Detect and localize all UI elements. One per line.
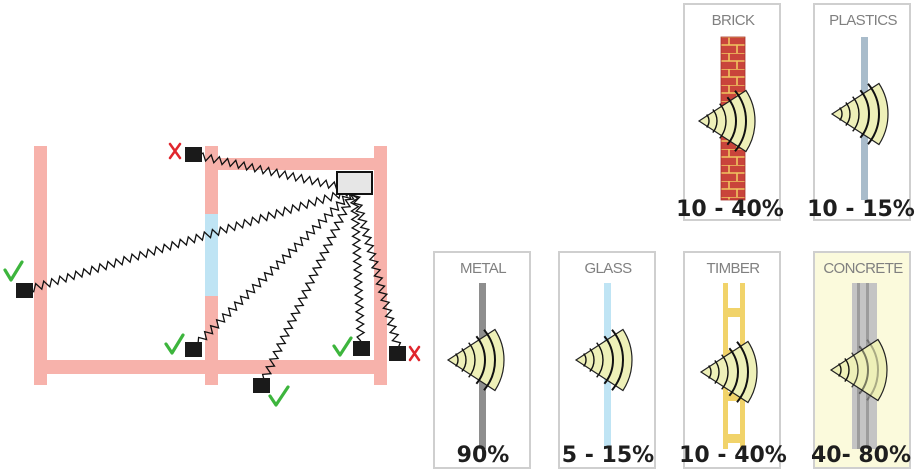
material-name: CONCRETE xyxy=(823,260,903,277)
device-far-left xyxy=(16,283,33,298)
wave-arc xyxy=(596,342,604,378)
signal-path-middle xyxy=(197,189,355,343)
wave-arc xyxy=(589,347,595,373)
cross-icon xyxy=(408,345,421,362)
wave-arc xyxy=(719,103,727,139)
wave-sector xyxy=(699,340,758,404)
device-right-outer xyxy=(389,346,406,361)
wall-left xyxy=(34,146,47,385)
wall-top xyxy=(205,158,387,170)
wave-arc xyxy=(475,335,486,385)
wave-arc xyxy=(839,107,843,121)
devices xyxy=(16,147,406,393)
panel-brick: BRICK 10 - 40% xyxy=(676,3,784,222)
wave-arc xyxy=(852,96,860,132)
wave-arc xyxy=(712,108,718,134)
wave-arc xyxy=(845,101,851,127)
walls xyxy=(34,146,387,385)
wifi-wave-icon xyxy=(830,82,889,146)
router-box xyxy=(336,171,373,195)
floor-plan xyxy=(3,142,421,407)
wave-arc xyxy=(611,329,624,391)
wave-arc xyxy=(838,363,842,377)
loss-value: 90% xyxy=(457,443,510,468)
loss-value: 5 - 15% xyxy=(562,443,654,468)
window-pane xyxy=(205,214,218,296)
signal-path-right-inner xyxy=(349,189,366,342)
cross-icon xyxy=(168,142,182,160)
wave-sector xyxy=(697,89,756,153)
wifi-wave-icon xyxy=(699,340,758,404)
panel-glass: GLASS 5 - 15% xyxy=(558,251,656,469)
check-icon xyxy=(332,336,353,357)
wave-arc xyxy=(721,354,729,390)
check-icon xyxy=(164,333,185,355)
wave-arc xyxy=(736,341,749,403)
wifi-wave-icon xyxy=(697,89,756,153)
wave-arc xyxy=(734,90,747,152)
wave-arc xyxy=(851,352,859,388)
signal-path-bottom xyxy=(261,189,355,380)
signal-path-right-outer xyxy=(350,189,402,349)
panel-metal: METAL 90% xyxy=(433,251,531,469)
loss-value: 10 - 40% xyxy=(676,197,784,222)
material-name: METAL xyxy=(460,260,506,277)
wave-arc xyxy=(583,353,587,367)
wifi-wave-icon xyxy=(574,328,633,392)
device-middle xyxy=(185,342,202,357)
wall-bottom xyxy=(34,360,387,374)
wave-arc xyxy=(483,329,496,391)
loss-value: 10 - 15% xyxy=(807,197,915,222)
status-marks xyxy=(3,142,421,407)
wall-right xyxy=(374,146,387,385)
material-name: TIMBER xyxy=(706,260,760,277)
wave-arc xyxy=(455,353,459,367)
panel-plastics: PLASTICS 10 - 15% xyxy=(807,3,915,222)
wifi-wave-icon xyxy=(446,328,505,392)
device-right-inner xyxy=(353,341,370,356)
check-icon xyxy=(3,260,24,282)
device-bottom xyxy=(253,378,270,393)
wave-arc xyxy=(866,339,879,401)
material-name: PLASTICS xyxy=(829,12,897,29)
wave-sector xyxy=(830,82,889,146)
wave-arc xyxy=(859,89,870,139)
wave-arc xyxy=(714,359,720,385)
material-name: BRICK xyxy=(712,12,755,29)
wifi-wave-icon xyxy=(829,338,888,402)
signal-paths xyxy=(28,152,402,380)
wave-arc xyxy=(867,83,880,145)
wave-sector xyxy=(446,328,505,392)
signal-path-far-left xyxy=(28,186,355,293)
wave-arc xyxy=(858,345,869,395)
loss-value: 40- 80% xyxy=(811,443,911,468)
panel-concrete: CONCRETE 40- 80% xyxy=(811,251,911,469)
loss-value: 10 - 40% xyxy=(679,443,787,468)
check-icon xyxy=(268,385,290,407)
wave-arc xyxy=(603,335,614,385)
wave-sector xyxy=(574,328,633,392)
wave-sector xyxy=(829,338,888,402)
device-top-left xyxy=(185,147,202,162)
wave-arc xyxy=(706,114,710,128)
wave-arc xyxy=(844,357,850,383)
wave-arc xyxy=(728,347,739,397)
wave-arc xyxy=(708,365,712,379)
panel-timber: TIMBER 10 - 40% xyxy=(679,251,787,469)
wave-arc xyxy=(461,347,467,373)
signal-path-top-left xyxy=(197,152,355,193)
wave-arc xyxy=(468,342,476,378)
material-name: GLASS xyxy=(584,260,632,277)
wave-arc xyxy=(726,96,737,146)
